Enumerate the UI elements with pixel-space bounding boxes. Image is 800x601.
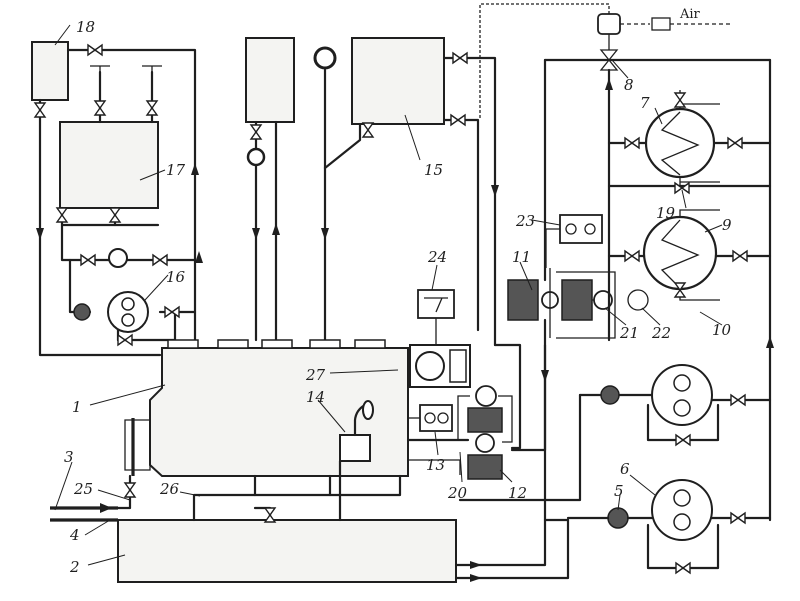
label-20: 20 [447, 484, 468, 502]
label-14: 14 [306, 388, 325, 406]
label-2: 2 [69, 558, 80, 576]
label-9: 9 [722, 216, 732, 234]
label-24: 24 [427, 248, 447, 266]
pipes-left-circuit [38, 48, 197, 357]
label-16: 16 [166, 268, 186, 286]
label-15: 15 [424, 161, 443, 179]
label-19: 19 [656, 204, 676, 222]
turbocharger-27 [409, 344, 471, 388]
indicator-22 [627, 289, 649, 311]
label-1: 1 [72, 398, 82, 416]
gauge-13 [408, 404, 453, 432]
pump-6 [651, 479, 713, 541]
label-18: 18 [76, 18, 95, 36]
filter-5 [607, 507, 629, 529]
label-3: 3 [64, 448, 74, 466]
leader-lines [54, 24, 723, 566]
filter-upper-right [600, 385, 620, 405]
label-22: 22 [651, 324, 671, 342]
flow-ring-15 [313, 46, 337, 70]
label-25: 25 [73, 480, 93, 498]
pump-16 [107, 291, 149, 333]
label-6: 6 [620, 460, 630, 478]
tank-18 [31, 41, 69, 101]
cooler-9 [642, 215, 718, 291]
label-13: 13 [426, 456, 445, 474]
label-26: 26 [159, 480, 180, 498]
tank-2 [117, 519, 457, 583]
air-valve [651, 17, 671, 31]
label-11: 11 [512, 248, 531, 266]
cooler-7 [644, 107, 716, 179]
label-12: 12 [508, 484, 527, 502]
filter-14 [339, 400, 374, 462]
label-17: 17 [166, 161, 186, 179]
gauge-23 [545, 214, 603, 268]
tank-15 [351, 37, 445, 125]
pump-upper-right [651, 364, 713, 426]
pump-unit-12 [457, 385, 513, 480]
label-5: 5 [614, 482, 624, 500]
thermo-21 [592, 290, 613, 310]
label-21: 21 [619, 324, 639, 342]
label-10: 10 [712, 321, 732, 339]
filter-16 [73, 303, 91, 321]
filter-block-11 [507, 268, 593, 338]
valve-8 [597, 13, 621, 71]
heater-ring-16 [108, 248, 128, 268]
tank-17 [59, 121, 159, 209]
meter-24 [417, 289, 455, 345]
flow-ring-left [246, 147, 266, 167]
label-8: 8 [624, 76, 634, 94]
label-7: 7 [640, 94, 650, 112]
label-4: 4 [69, 526, 80, 544]
label-27: 27 [305, 366, 326, 384]
expansion-tank [245, 37, 295, 342]
label-23: 23 [515, 212, 535, 230]
air-label: Air [679, 7, 701, 22]
